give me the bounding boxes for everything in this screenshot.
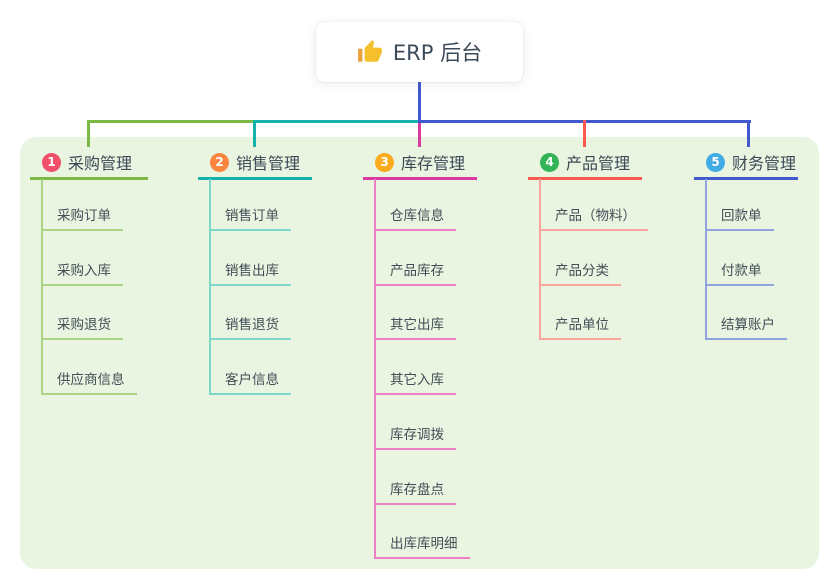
child-item[interactable]: 供应商信息	[42, 367, 137, 395]
branch-badge-5: 5	[706, 152, 725, 172]
branch-label: 采购管理	[68, 154, 133, 173]
child-item[interactable]: 客户信息	[210, 367, 291, 395]
child-item[interactable]: 其它入库	[375, 367, 456, 395]
branch-title-procurement[interactable]: 1 采购管理	[30, 147, 148, 180]
thumbs-up-icon	[357, 39, 383, 65]
branch-label: 库存管理	[401, 154, 466, 173]
child-item[interactable]: 付款单	[706, 258, 774, 286]
branch-title-inventory[interactable]: 3 库存管理	[363, 147, 477, 180]
child-item[interactable]: 采购入库	[42, 258, 123, 286]
branches-panel	[20, 137, 819, 569]
child-item[interactable]: 其它出库	[375, 312, 456, 340]
child-item[interactable]: 销售出库	[210, 258, 291, 286]
branch-spine	[41, 179, 43, 395]
child-item[interactable]: 销售退货	[210, 312, 291, 340]
child-item[interactable]: 出库库明细	[375, 531, 470, 559]
root-node-label: ERP 后台	[392, 41, 483, 65]
branch-spine	[209, 179, 211, 395]
child-item[interactable]: 产品分类	[540, 258, 621, 286]
branch-label: 销售管理	[236, 154, 301, 173]
branch-title-sales[interactable]: 2 销售管理	[198, 147, 312, 180]
child-item[interactable]: 仓库信息	[375, 203, 456, 231]
child-item[interactable]: 产品库存	[375, 258, 456, 286]
branch-badge-3: 3	[375, 152, 394, 172]
branch-spine	[539, 179, 541, 340]
child-item[interactable]: 结算账户	[706, 312, 787, 340]
branch-badge-4: 4	[540, 152, 559, 172]
child-item[interactable]: 产品单位	[540, 312, 621, 340]
branch-badge-1: 1	[42, 152, 61, 172]
branch-badge-2: 2	[210, 152, 229, 172]
child-item[interactable]: 采购订单	[42, 203, 123, 231]
child-item[interactable]: 产品（物料）	[540, 203, 648, 231]
child-item[interactable]: 库存调拨	[375, 422, 456, 450]
branch-spine	[374, 179, 376, 559]
branch-label: 财务管理	[732, 154, 797, 173]
root-node-erp[interactable]: ERP 后台	[316, 22, 523, 82]
child-item[interactable]: 回款单	[706, 203, 774, 231]
child-item[interactable]: 采购退货	[42, 312, 123, 340]
branch-title-product[interactable]: 4 产品管理	[528, 147, 642, 180]
branch-spine	[705, 179, 707, 340]
child-item[interactable]: 销售订单	[210, 203, 291, 231]
branch-title-finance[interactable]: 5 财务管理	[694, 147, 798, 180]
branch-label: 产品管理	[566, 154, 631, 173]
child-item[interactable]: 库存盘点	[375, 477, 456, 505]
